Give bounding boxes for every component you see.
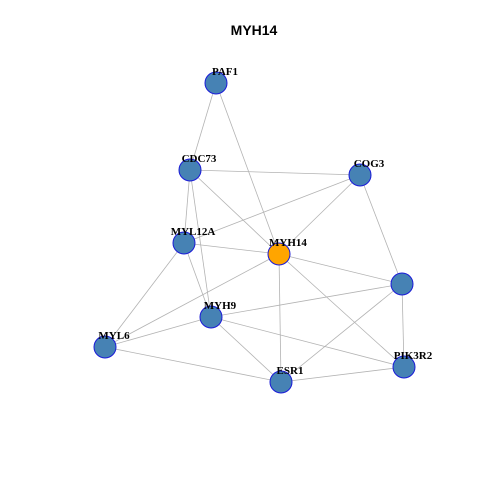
node-cog3: [348, 163, 372, 187]
edge-myl6-esr1: [104, 346, 282, 383]
node-myl6: [93, 335, 117, 359]
node-myh14: [267, 242, 291, 266]
node-unlabeled: [390, 272, 414, 296]
node-paf1: [204, 71, 228, 95]
edge-cog3-myl12a: [183, 174, 361, 244]
edge-cdc73-cog3: [189, 169, 361, 176]
edge-myh14-esr1: [278, 253, 282, 383]
edge-cog3-unlabeled: [359, 174, 403, 285]
edge-cdc73-myh14: [189, 169, 280, 255]
node-label-esr1: ESR1: [277, 365, 304, 377]
edge-cdc73-myl12a: [183, 169, 191, 244]
edge-myh9-myl6: [104, 316, 212, 348]
node-label-pik3r2: PIK3R2: [394, 350, 433, 362]
node-label-myl12a: MYL12A: [171, 226, 216, 238]
edge-unlabeled-esr1: [280, 283, 403, 383]
edge-myh9-pik3r2: [210, 316, 405, 368]
edge-cog3-myh14: [278, 174, 361, 255]
node-pik3r2: [392, 355, 416, 379]
edge-unlabeled-pik3r2: [401, 283, 405, 368]
edge-myl12a-myh14: [183, 242, 280, 255]
nodes-layer: [93, 71, 416, 394]
node-label-cdc73: CDC73: [182, 153, 217, 165]
edge-paf1-cdc73: [189, 82, 217, 171]
edges-layer: [104, 82, 405, 383]
edge-esr1-pik3r2: [280, 366, 405, 383]
node-label-myl6: MYL6: [98, 330, 130, 342]
node-label-cog3: COG3: [354, 158, 385, 170]
edge-myh9-esr1: [210, 316, 282, 383]
node-cdc73: [178, 158, 202, 182]
node-myl12a: [172, 231, 196, 255]
edge-myh14-myl6: [104, 253, 280, 348]
node-label-myh9: MYH9: [204, 300, 237, 312]
edge-myl12a-myl6: [104, 242, 185, 348]
node-label-paf1: PAF1: [212, 66, 238, 78]
edge-myh14-pik3r2: [278, 253, 405, 368]
edge-paf1-myh14: [215, 82, 280, 255]
edge-myl12a-myh9: [183, 242, 212, 318]
node-esr1: [269, 370, 293, 394]
node-myh9: [199, 305, 223, 329]
edge-myh14-unlabeled: [278, 253, 403, 285]
node-label-myh14: MYH14: [269, 237, 307, 249]
graph-title: MYH14: [231, 22, 278, 38]
edge-myh9-unlabeled: [210, 283, 403, 318]
